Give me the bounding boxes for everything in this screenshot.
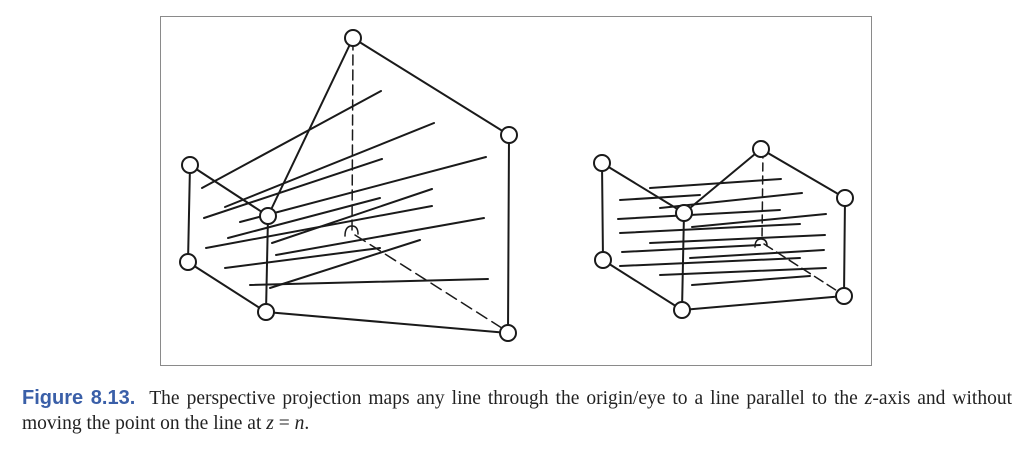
figure-caption: Figure 8.13. The perspective projection m… <box>22 386 1012 436</box>
vertex-circle <box>499 324 517 342</box>
box-edge <box>681 212 685 311</box>
vertex-circle <box>344 29 362 47</box>
caption-text-2: -axis and without moving the point on th… <box>22 388 1012 434</box>
parallel-line <box>691 275 811 286</box>
converging-line <box>224 247 381 269</box>
parallel-line <box>649 234 826 244</box>
vertex-circle <box>179 253 197 271</box>
parallel-line <box>617 209 781 220</box>
parallel-line <box>621 244 761 253</box>
converging-line <box>201 90 382 189</box>
converging-line <box>249 278 489 286</box>
right-box <box>593 140 854 319</box>
converging-line <box>271 188 433 244</box>
converging-line <box>203 158 383 219</box>
vertex-circle <box>593 154 611 172</box>
figure-label: Figure 8.13. <box>22 387 136 409</box>
vertex-circle <box>594 251 612 269</box>
origin-eye-marker <box>754 238 768 248</box>
vertex-circle <box>752 140 770 158</box>
frustum-far-edge <box>507 134 510 334</box>
parallel-line <box>689 249 825 259</box>
converging-line <box>205 205 433 249</box>
frustum-near-edge <box>187 164 191 263</box>
caption-end: . <box>304 413 310 434</box>
origin-eye-marker <box>344 225 359 237</box>
frustum-far-edge <box>267 37 354 217</box>
vertex-circle <box>181 156 199 174</box>
box-edge <box>601 162 685 214</box>
vertex-circle <box>673 301 691 319</box>
converging-line <box>227 197 381 239</box>
frustum-far-edge <box>352 37 510 136</box>
parallel-line <box>649 178 782 189</box>
converging-line <box>275 217 485 256</box>
box-edge <box>602 259 683 311</box>
converging-line <box>269 239 421 289</box>
box-edge <box>681 295 845 311</box>
converging-line <box>224 122 435 208</box>
caption-eq-z: z <box>266 413 274 434</box>
parallel-line <box>619 257 801 267</box>
vertex-circle <box>835 287 853 305</box>
parallel-line <box>691 213 827 228</box>
left-frustum <box>179 29 518 342</box>
caption-var-z: z <box>864 388 873 409</box>
vertex-circle <box>500 126 518 144</box>
box-edge <box>683 148 762 214</box>
box-edge <box>601 162 604 261</box>
converging-line <box>239 156 487 223</box>
frustum-near-edge <box>187 261 267 313</box>
caption-text-1: The perspective projection maps any line… <box>149 388 865 409</box>
frustum-axis <box>354 234 506 331</box>
vertex-circle <box>675 204 693 222</box>
parallel-line <box>659 267 827 276</box>
frustum-near-edge <box>189 164 269 217</box>
vertex-circle <box>836 189 854 207</box>
box-axis <box>761 149 764 241</box>
frustum-axis <box>351 39 354 233</box>
parallel-line <box>619 223 801 234</box>
figure-frame <box>160 16 872 366</box>
box-edge <box>843 197 846 297</box>
parallel-line <box>619 194 701 201</box>
frustum-near-edge <box>265 215 269 313</box>
vertex-circle <box>259 207 277 225</box>
vertex-circle <box>257 303 275 321</box>
box-edge <box>760 148 846 199</box>
caption-eq-n: n <box>294 413 305 434</box>
caption-eq-sign: = <box>273 413 295 434</box>
frustum-far-edge <box>265 311 509 334</box>
